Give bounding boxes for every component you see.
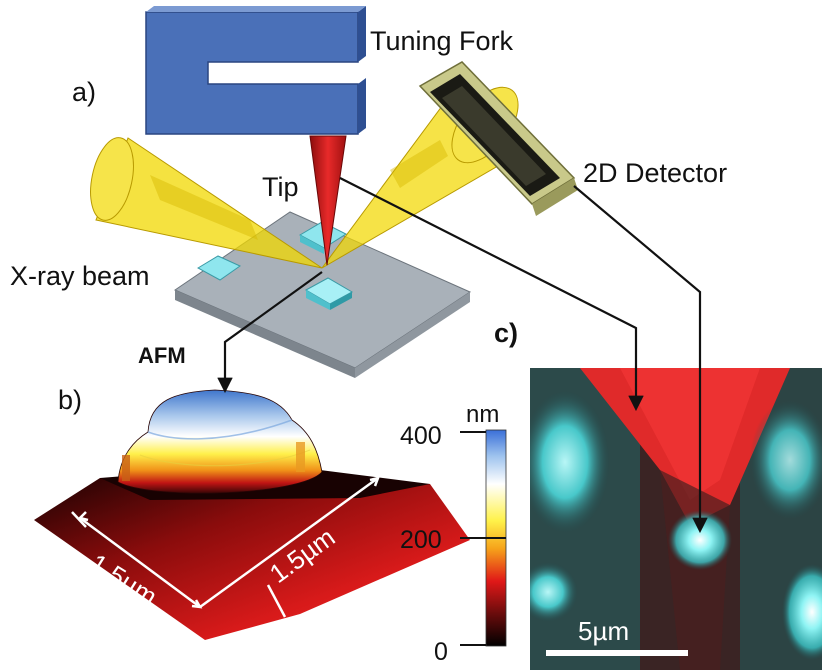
- afm-tip: [309, 135, 347, 266]
- 2d-detector: [418, 61, 578, 216]
- detector-label: 2D Detector: [583, 158, 727, 188]
- colorbar-tick-400: 400: [400, 422, 442, 450]
- colorbar-tick-200: 200: [400, 526, 442, 554]
- panel-b-label: b): [58, 385, 82, 415]
- connector-arrows: [217, 177, 708, 534]
- tip-to-micrograph-arrow: [339, 177, 644, 412]
- scale-bar: [546, 650, 688, 656]
- panel-c-label: c): [494, 318, 518, 348]
- xray-label: X-ray beam: [10, 261, 150, 291]
- detector-to-micrograph-arrow: [573, 185, 708, 534]
- afm-label: AFM: [138, 343, 186, 368]
- panel-a-label: a): [72, 77, 96, 107]
- tip-label: Tip: [262, 172, 299, 202]
- xray-incident-beam: [90, 137, 323, 269]
- afm-arrow: [217, 271, 323, 394]
- tuning-fork-label: Tuning Fork: [370, 26, 514, 56]
- height-colorbar: [460, 429, 507, 647]
- tuning-fork: [145, 6, 366, 135]
- scale-bar-label: 5µm: [578, 616, 629, 646]
- fluorescence-micrograph: [530, 368, 822, 670]
- dimension-lines: [71, 476, 381, 618]
- colorbar-unit: nm: [466, 401, 499, 428]
- afm-topography: [34, 389, 470, 640]
- colorbar-tick-0: 0: [434, 638, 448, 666]
